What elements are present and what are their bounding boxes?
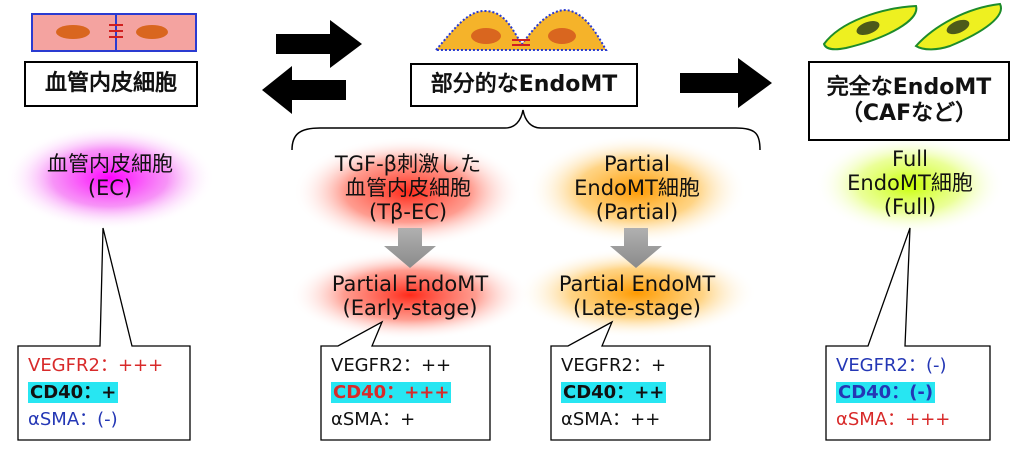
marker-cd40: CD40：+	[28, 382, 119, 403]
stage-complete-label: 完全なEndoMT	[826, 75, 992, 100]
late-label: Partial EndoMT (Late-stage)	[558, 272, 716, 320]
complete-arrow-icon	[680, 58, 772, 108]
caf-cells-icon	[822, 2, 1002, 51]
late-markers: VEGFR2：+ CD40：++ αSMA：++	[561, 352, 667, 433]
marker-cd40: CD40：(-)	[836, 382, 936, 403]
ec-glow	[5, 126, 215, 230]
tbec-label: TGF-β刺激した 血管内皮細胞 (Tβ-EC)	[334, 152, 482, 224]
full-markers: VEGFR2：(-) CD40：(-) αSMA：+++	[836, 352, 950, 433]
brace-icon	[291, 109, 761, 151]
stage-ec-box: 血管内皮細胞	[24, 61, 198, 107]
marker-cd40: CD40：++	[561, 382, 667, 403]
marker-cd40: CD40：+++	[331, 382, 452, 403]
down-arrow-icon	[610, 228, 662, 268]
stage-complete-sub-label: （CAFなど）	[840, 101, 978, 126]
stage-partial-box: 部分的なEndoMT	[410, 63, 638, 107]
marker-vegfr2: VEGFR2：++	[331, 355, 452, 376]
partial-glow	[527, 135, 747, 245]
early-glow	[290, 250, 530, 340]
forward-arrow-icon	[276, 20, 362, 68]
late-glow	[517, 248, 757, 338]
down-arrow-icon	[384, 228, 436, 268]
stage-partial-label: 部分的なEndoMT	[430, 72, 618, 97]
ec-label: 血管内皮細胞 (EC)	[47, 152, 173, 200]
full-glow	[815, 135, 1005, 235]
stage-ec-label: 血管内皮細胞	[44, 71, 177, 96]
partial-cells-icon	[433, 8, 608, 51]
early-label: Partial EndoMT (Early-stage)	[331, 272, 489, 320]
ec-cells-icon	[31, 13, 197, 52]
ec-markers: VEGFR2：+++ CD40：+ αSMA：(-)	[28, 352, 163, 433]
marker-asma: αSMA：+++	[836, 409, 951, 430]
marker-asma: αSMA：++	[561, 409, 661, 430]
full-label: Full EndoMT細胞 (Full)	[847, 147, 973, 219]
reverse-arrow-icon	[262, 66, 346, 114]
tbec-glow	[293, 137, 523, 247]
marker-asma: αSMA：(-)	[28, 409, 118, 430]
marker-vegfr2: VEGFR2：+++	[28, 355, 164, 376]
stage-complete-box: 完全なEndoMT （CAFなど）	[808, 61, 1010, 141]
early-markers: VEGFR2：++ CD40：+++ αSMA：+	[331, 352, 452, 433]
marker-vegfr2: VEGFR2：+	[561, 355, 667, 376]
partial-label: Partial EndoMT細胞 (Partial)	[574, 152, 700, 224]
marker-vegfr2: VEGFR2：(-)	[836, 355, 947, 376]
marker-asma: αSMA：+	[331, 409, 416, 430]
early-callout	[320, 320, 491, 441]
late-callout	[550, 320, 711, 441]
